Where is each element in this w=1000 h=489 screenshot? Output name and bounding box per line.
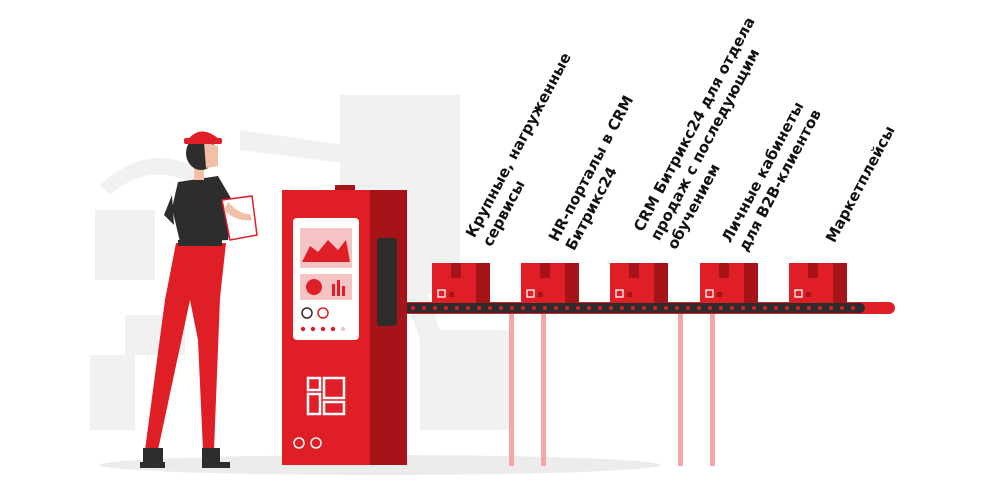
conveyor-roller: [532, 306, 536, 310]
conveyor-roller: [411, 306, 415, 310]
conveyor-roller: [576, 306, 580, 310]
box: [700, 263, 758, 303]
conveyor-roller: [455, 306, 459, 310]
conveyor-roller: [631, 306, 635, 310]
conveyor-roller: [587, 306, 591, 310]
conveyor-roller: [807, 306, 811, 310]
conveyor-roller: [554, 306, 558, 310]
conveyor-roller: [697, 306, 701, 310]
conveyor-roller: [851, 306, 855, 310]
conveyor-roller: [818, 306, 822, 310]
conveyor-roller: [675, 306, 679, 310]
conveyor-roller: [620, 306, 624, 310]
conveyor-roller: [466, 306, 470, 310]
worker: [140, 131, 258, 468]
conveyor-roller: [444, 306, 448, 310]
conveyor-roller: [719, 306, 723, 310]
conveyor-roller: [664, 306, 668, 310]
conveyor-roller: [785, 306, 789, 310]
conveyor-roller: [422, 306, 426, 310]
conveyor-roller: [598, 306, 602, 310]
conveyor-supports: [509, 310, 715, 466]
boxes: [432, 263, 847, 303]
conveyor-roller: [653, 306, 657, 310]
box: [432, 263, 490, 303]
conveyor-roller: [609, 306, 613, 310]
conveyor-roller: [686, 306, 690, 310]
conveyor-roller: [774, 306, 778, 310]
conveyor-roller: [829, 306, 833, 310]
conveyor-roller: [796, 306, 800, 310]
conveyor-belt: [395, 302, 895, 314]
conveyor-roller: [488, 306, 492, 310]
box: [789, 263, 847, 303]
box: [610, 263, 668, 303]
machine: [282, 185, 407, 465]
conveyor-roller: [642, 306, 646, 310]
conveyor-roller: [752, 306, 756, 310]
box: [521, 263, 579, 303]
conveyor-roller: [840, 306, 844, 310]
conveyor-roller: [510, 306, 514, 310]
conveyor-roller: [763, 306, 767, 310]
conveyor-roller: [433, 306, 437, 310]
conveyor-roller: [477, 306, 481, 310]
conveyor-roller: [741, 306, 745, 310]
conveyor-roller: [730, 306, 734, 310]
conveyor-roller: [521, 306, 525, 310]
conveyor-roller: [543, 306, 547, 310]
conveyor-roller: [708, 306, 712, 310]
conveyor-roller: [499, 306, 503, 310]
conveyor-roller: [565, 306, 569, 310]
